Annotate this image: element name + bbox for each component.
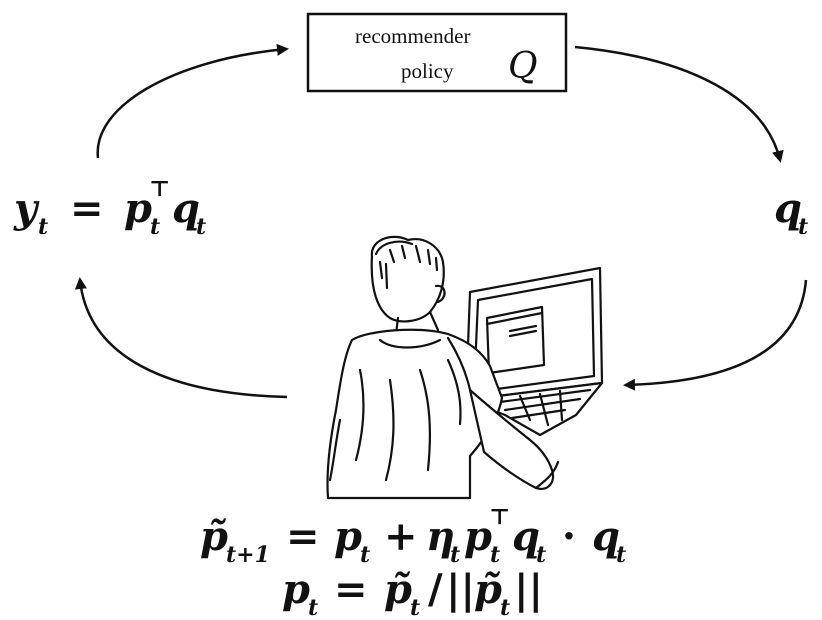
update-q: q	[512, 513, 540, 560]
feedback-equals: =	[70, 185, 104, 232]
person-at-laptop-illustration	[326, 235, 604, 500]
feedback-q: q	[172, 185, 200, 232]
policy-label-line1: recommender	[355, 24, 470, 48]
feedback-y: y	[13, 185, 40, 232]
recommendation-q-subscript: t	[798, 214, 808, 240]
normalize-equals: =	[334, 566, 368, 613]
update-q-subscript: t	[536, 542, 546, 568]
recommendation-label: q t	[774, 185, 808, 240]
update-eta-subscript: t	[450, 542, 460, 568]
normalize-ptilde2-subscript: t	[500, 595, 510, 620]
policy-label-line2: policy	[401, 59, 454, 83]
recommendation-q: q	[774, 185, 802, 232]
update-rule-line-2: p t = p̃ t / || p̃ t ||	[282, 566, 543, 620]
update-equals: =	[286, 513, 320, 560]
update-eta: η	[426, 513, 455, 560]
feedback-equation: y t = p ⊤ t q t	[13, 176, 206, 240]
update-q2-subscript: t	[616, 542, 626, 568]
arrow-policy-to-recommendation	[574, 45, 784, 163]
feedback-p: p	[124, 185, 152, 232]
update-p: p	[334, 513, 362, 560]
normalize-p-subscript: t	[308, 595, 318, 620]
update-plus: +	[384, 513, 418, 560]
update-rule-line-1: p̃ t+1 = p t + η t p ⊤ t q t · q t	[200, 504, 626, 568]
update-dot: ·	[562, 513, 576, 560]
normalize-ptilde2: p̃	[474, 566, 502, 613]
normalize-slash: /	[428, 566, 443, 613]
update-lhs-ptilde: p̃	[200, 513, 228, 560]
normalize-norm-open: ||	[446, 566, 475, 613]
feedback-y-subscript: t	[38, 214, 48, 240]
update-p-subscript: t	[360, 542, 370, 568]
update-p2: p	[464, 513, 492, 560]
arrow-user-to-feedback	[74, 277, 288, 399]
feedback-transpose: ⊤	[149, 176, 170, 202]
normalize-p: p	[282, 566, 310, 613]
arrow-recommendation-to-user	[623, 279, 808, 391]
normalize-ptilde-subscript: t	[410, 595, 420, 620]
policy-symbol: Q	[508, 46, 538, 87]
normalize-norm-close: ||	[514, 566, 543, 613]
feedback-p-subscript: t	[150, 214, 160, 240]
update-p2-subscript: t	[490, 542, 500, 568]
update-lhs-subscript: t+1	[226, 542, 270, 568]
update-q2: q	[592, 513, 620, 560]
feedback-q-subscript: t	[196, 214, 206, 240]
normalize-ptilde: p̃	[384, 566, 412, 613]
arrow-feedback-to-policy	[96, 43, 289, 159]
update-transpose: ⊤	[489, 504, 510, 530]
recommender-policy-box: recommender policy Q	[306, 12, 568, 93]
